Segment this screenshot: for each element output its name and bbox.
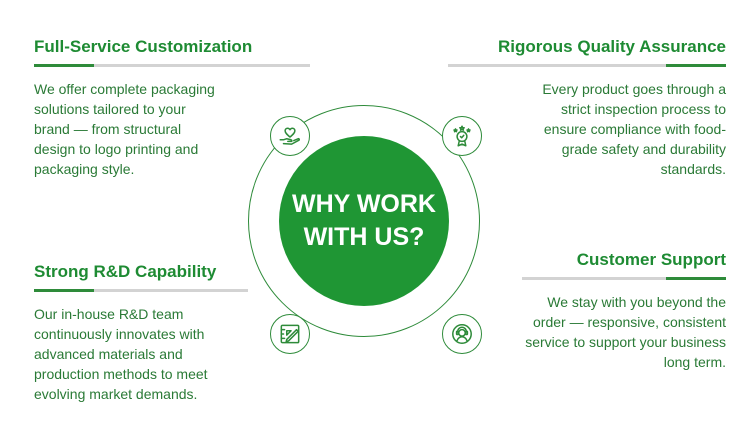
design-drawing-icon <box>280 324 300 344</box>
feature-support: Customer Support We stay with you beyond… <box>522 250 726 372</box>
feature-customization: Full-Service Customization We offer comp… <box>34 37 310 179</box>
feature-quality: Rigorous Quality Assurance Every product… <box>448 37 726 179</box>
feature-title: Customer Support <box>576 250 726 269</box>
divider <box>448 64 726 67</box>
badge-top-left <box>270 116 310 156</box>
feature-rnd: Strong R&D Capability Our in-house R&D t… <box>34 262 248 404</box>
feature-text: We offer complete packaging solutions ta… <box>34 81 215 177</box>
center-heading-line1: WHY WORK <box>292 190 436 218</box>
divider <box>522 277 726 280</box>
badge-bottom-right <box>442 314 482 354</box>
divider <box>34 289 248 292</box>
badge-bottom-left <box>270 314 310 354</box>
center-circle: WHY WORK WITH US? <box>279 136 449 306</box>
divider <box>34 64 310 67</box>
award-medal-icon <box>453 125 471 147</box>
feature-title: Full-Service Customization <box>34 37 253 56</box>
center-heading: WHY WORK WITH US? <box>289 188 439 254</box>
feature-title: Strong R&D Capability <box>34 262 217 281</box>
feature-text: Our in-house R&D team continuously innov… <box>34 306 208 402</box>
feature-text: We stay with you beyond the order — resp… <box>525 294 726 370</box>
feature-title: Rigorous Quality Assurance <box>498 37 726 56</box>
heart-in-hand-icon <box>279 127 300 145</box>
feature-text: Every product goes through a strict insp… <box>542 81 726 177</box>
outer-ring <box>248 105 480 337</box>
badge-top-right <box>442 116 482 156</box>
center-heading-line2: WITH US? <box>303 223 425 251</box>
customer-service-icon <box>452 324 472 344</box>
